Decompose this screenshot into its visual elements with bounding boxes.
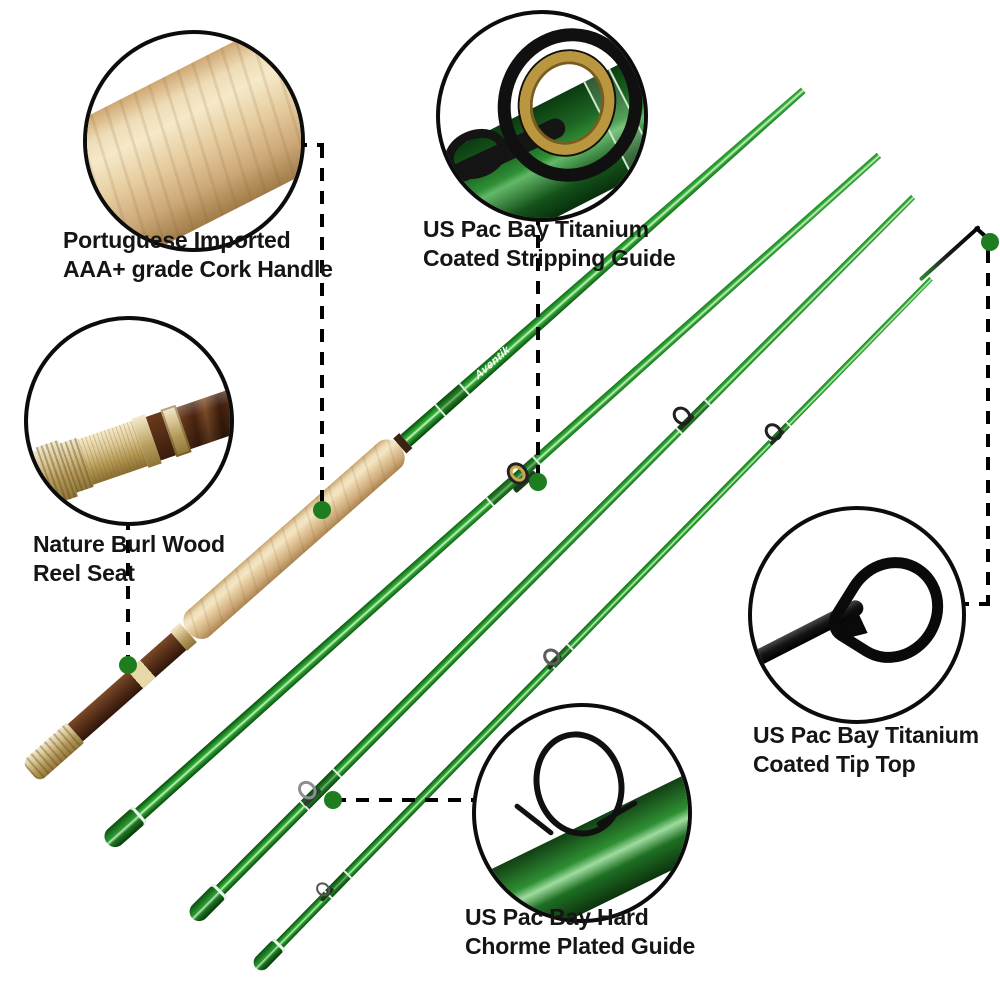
tip-top-label: US Pac Bay Titanium Coated Tip Top [753,721,979,779]
cork-handle-label: Portuguese Imported AAA+ grade Cork Hand… [63,226,333,284]
stripping-guide-label-line2: Coated Stripping Guide [423,245,676,271]
pointer-dot-snake-guide [324,791,342,809]
reel-seat-label: Nature Burl Wood Reel Seat [33,530,225,588]
pointer-line-cork [320,145,324,510]
tip-top-label-line2: Coated Tip Top [753,751,916,777]
pointer-dot-tip-top [981,233,999,251]
callout-circle-tip-top [748,506,966,724]
pointer-line-cork [294,143,324,147]
reel-seat-photo [28,367,230,518]
reel-seat-label-line2: Reel Seat [33,560,135,586]
callout-circle-stripping-guide [436,10,648,222]
cork-handle-label-line1: Portuguese Imported [63,227,291,253]
tip-top-loop [820,537,962,683]
pointer-dot-stripping-guide [529,473,547,491]
pointer-dot-reel-seat [119,656,137,674]
pointer-line-tip-top [986,250,990,604]
pointer-line-stripping-guide [536,212,540,482]
cork-texture-photo [87,34,301,248]
reel-seat-label-line1: Nature Burl Wood [33,531,225,557]
pointer-line-reel-seat [126,517,130,665]
cork-handle-label-line2: AAA+ grade Cork Handle [63,256,333,282]
callout-circle-cork-handle [83,30,305,252]
snake-guide-label-line2: Chorme Plated Guide [465,933,696,959]
stripping-guide-label: US Pac Bay Titanium Coated Stripping Gui… [423,215,676,273]
ferrule-wrap [434,382,470,416]
pointer-dot-cork [313,501,331,519]
seat-cap-center [28,470,42,491]
callout-circle-reel-seat [24,316,234,526]
pointer-line-tip-top [956,602,990,606]
brand-text-on-blank: Aventik [473,343,513,383]
stripping-guide-label-line1: US Pac Bay Titanium [423,216,649,242]
tip-top-guide [918,224,981,282]
pointer-line-snake-guide [333,798,473,802]
snake-guide-label: US Pac Bay Hard Chorme Plated Guide [465,903,695,961]
tip-top-label-line1: US Pac Bay Titanium [753,722,979,748]
callout-circle-snake-guide [472,703,692,923]
snake-guide-label-line1: US Pac Bay Hard [465,904,649,930]
